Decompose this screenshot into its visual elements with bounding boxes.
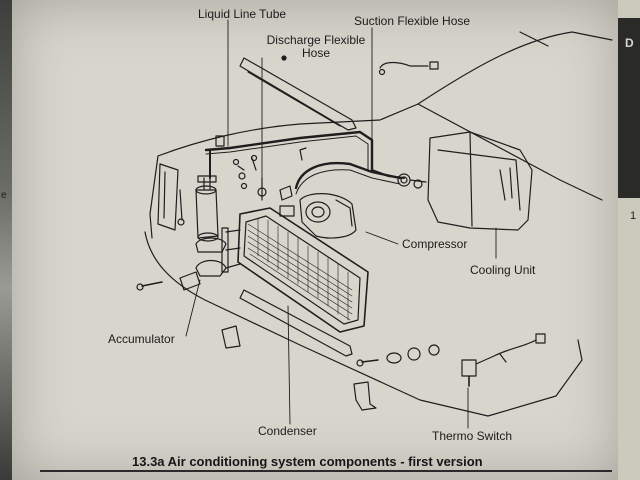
compressor-part: [279, 185, 357, 239]
suction-flexible-hose-part: [371, 61, 439, 189]
adjacent-page-left: e: [0, 0, 12, 480]
label-discharge-line-2: Hose: [301, 46, 330, 60]
label-condenser: Condenser: [258, 424, 317, 438]
liquid-line-tube-part: [204, 130, 374, 179]
left-page-fragment: e: [1, 190, 7, 201]
vehicle-body-outline: [144, 31, 613, 417]
label-suction-flexible-hose: Suction Flexible Hose: [354, 14, 471, 28]
thermo-switch-part: [461, 333, 546, 387]
discharge-flexible-hose-part: [237, 154, 402, 201]
label-thermo-switch: Thermo Switch: [432, 429, 513, 443]
label-compressor: Compressor: [402, 237, 468, 251]
label-cooling-unit: Cooling Unit: [470, 263, 536, 277]
cooling-unit-part: [427, 131, 533, 231]
right-page-fragment-top: D: [625, 36, 634, 50]
fasteners-and-brackets: [136, 55, 440, 411]
label-liquid-line-tube: Liquid Line Tube: [198, 7, 287, 21]
right-page-fragment-mid: 1: [630, 210, 637, 222]
right-page-thumbnail: [618, 18, 640, 198]
seal-strip-parts: [239, 57, 357, 357]
condenser-part: [221, 207, 369, 333]
figure-caption: 13.3a Air conditioning system components…: [132, 454, 483, 469]
label-accumulator: Accumulator: [108, 332, 175, 346]
label-leader-lines: [185, 19, 497, 429]
label-discharge-line-1: Discharge Flexible: [266, 33, 366, 47]
adjacent-page-right: D 1: [618, 0, 640, 480]
label-discharge-flexible-hose: Discharge Flexible Hose: [256, 34, 376, 60]
accumulator-part: [177, 175, 227, 277]
manual-page: [10, 0, 622, 480]
caption-rule: [40, 470, 612, 472]
